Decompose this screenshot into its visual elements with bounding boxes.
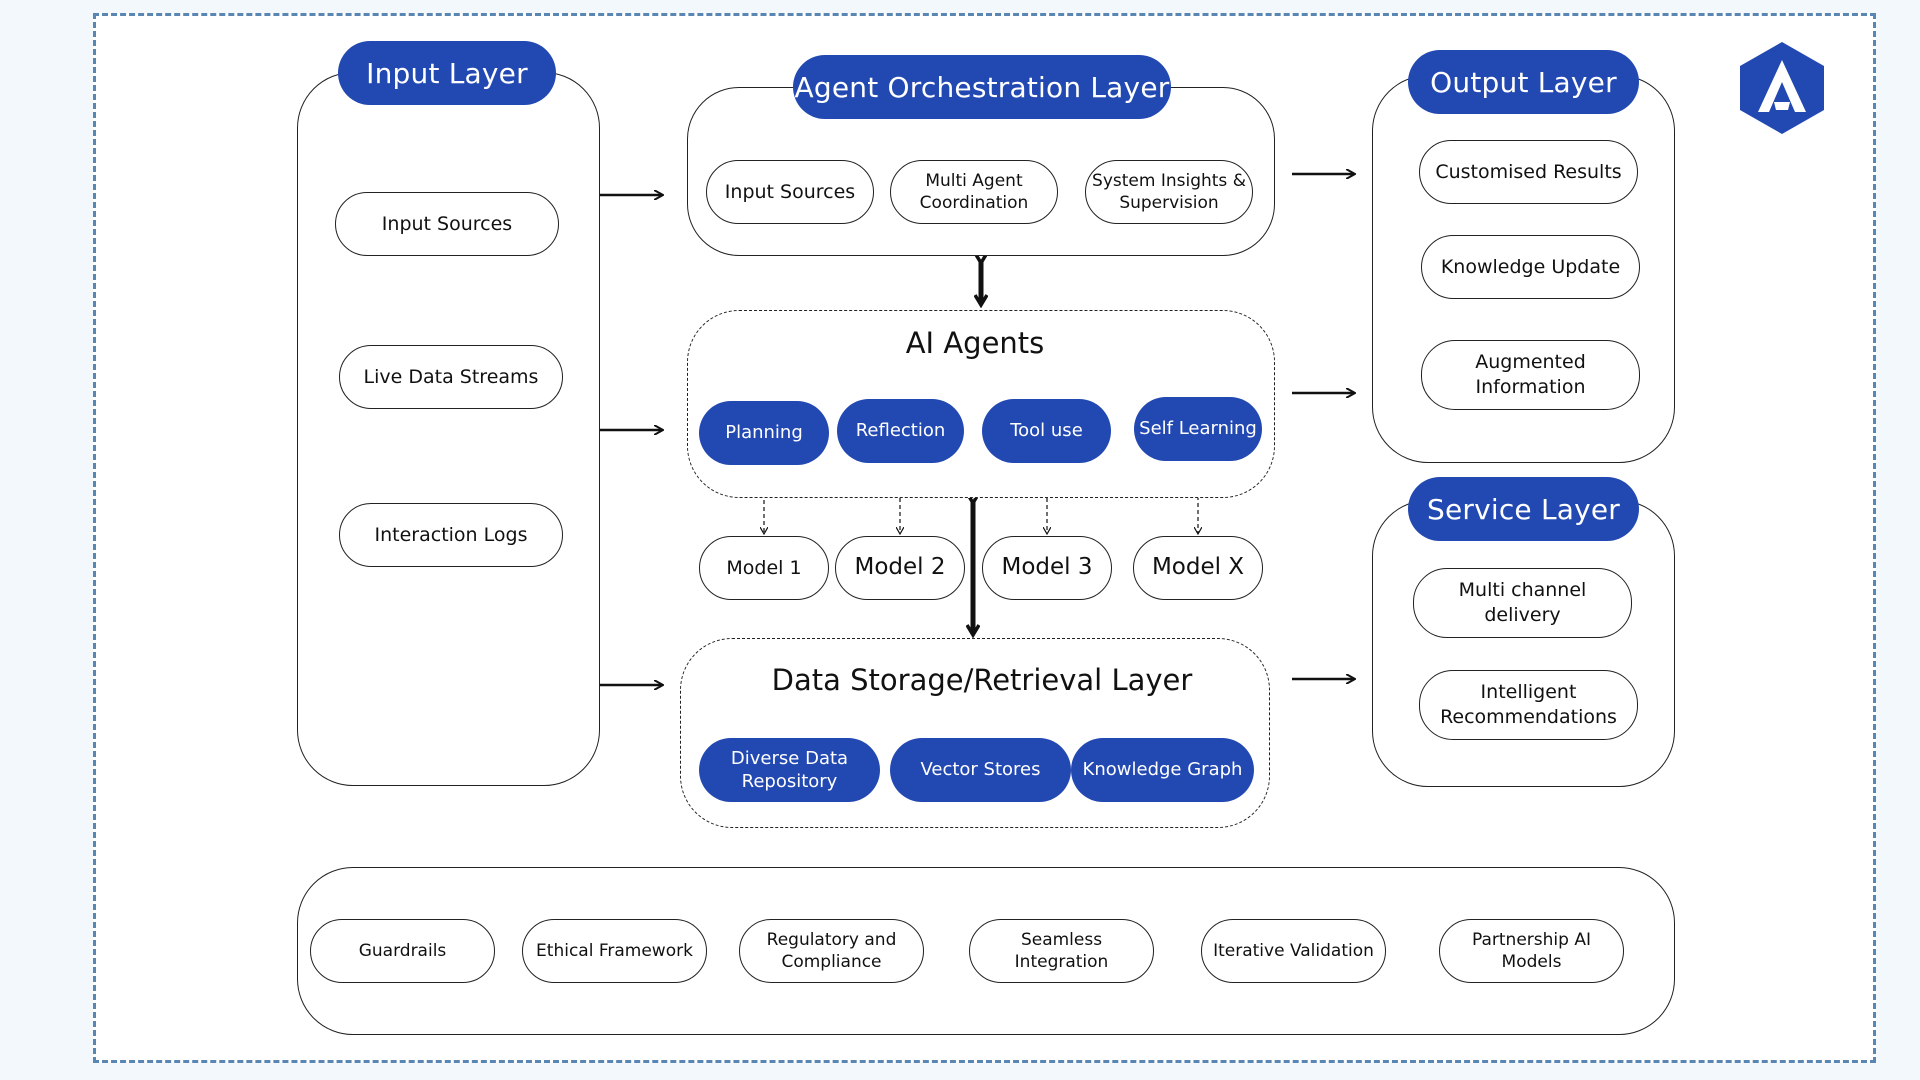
- foundation-item-guardrails: Guardrails: [310, 919, 495, 983]
- model-2: Model 2: [835, 536, 965, 600]
- capability-reflection: Reflection: [837, 399, 964, 463]
- foundation-item-iterative-validation: Iterative Validation: [1201, 919, 1386, 983]
- service-item-multi-channel-delivery: Multi channel delivery: [1413, 568, 1632, 638]
- input-item-interaction-logs: Interaction Logs: [339, 503, 563, 567]
- output-item-customised-results: Customised Results: [1419, 140, 1638, 204]
- service-layer-header: Service Layer: [1408, 477, 1639, 541]
- output-layer-header: Output Layer: [1408, 50, 1639, 114]
- orchestration-layer-header: Agent Orchestration Layer: [793, 55, 1171, 119]
- foundation-item-ethical-framework: Ethical Framework: [522, 919, 707, 983]
- service-layer-container: [1372, 500, 1675, 787]
- model-1: Model 1: [699, 536, 829, 600]
- output-item-augmented-information: Augmented Information: [1421, 340, 1640, 410]
- input-layer-container: [297, 72, 600, 786]
- orchestration-item-input-sources: Input Sources: [706, 160, 874, 224]
- foundation-item-partnership-ai-models: Partnership AI Models: [1439, 919, 1624, 983]
- orchestration-item-multi-agent-coordination: Multi Agent Coordination: [890, 160, 1058, 224]
- orchestration-item-system-insights: System Insights & Supervision: [1085, 160, 1253, 224]
- storage-diverse-data-repository: Diverse Data Repository: [699, 738, 880, 802]
- foundation-item-regulatory-compliance: Regulatory and Compliance: [739, 919, 924, 983]
- data-storage-title: Data Storage/Retrieval Layer: [771, 663, 1193, 697]
- capability-planning: Planning: [699, 401, 829, 465]
- brand-logo-a-icon: [1740, 42, 1824, 134]
- storage-knowledge-graph: Knowledge Graph: [1071, 738, 1254, 802]
- model-x: Model X: [1133, 536, 1263, 600]
- ai-agents-title: AI Agents: [905, 326, 1045, 360]
- service-item-intelligent-recommendations: Intelligent Recommendations: [1419, 670, 1638, 740]
- foundation-item-seamless-integration: Seamless Integration: [969, 919, 1154, 983]
- capability-self-learning: Self Learning: [1134, 397, 1262, 461]
- model-3: Model 3: [982, 536, 1112, 600]
- input-layer-header: Input Layer: [338, 41, 556, 105]
- output-item-knowledge-update: Knowledge Update: [1421, 235, 1640, 299]
- input-item-live-data-streams: Live Data Streams: [339, 345, 563, 409]
- capability-tool-use: Tool use: [982, 399, 1111, 463]
- storage-vector-stores: Vector Stores: [890, 738, 1071, 802]
- input-item-input-sources: Input Sources: [335, 192, 559, 256]
